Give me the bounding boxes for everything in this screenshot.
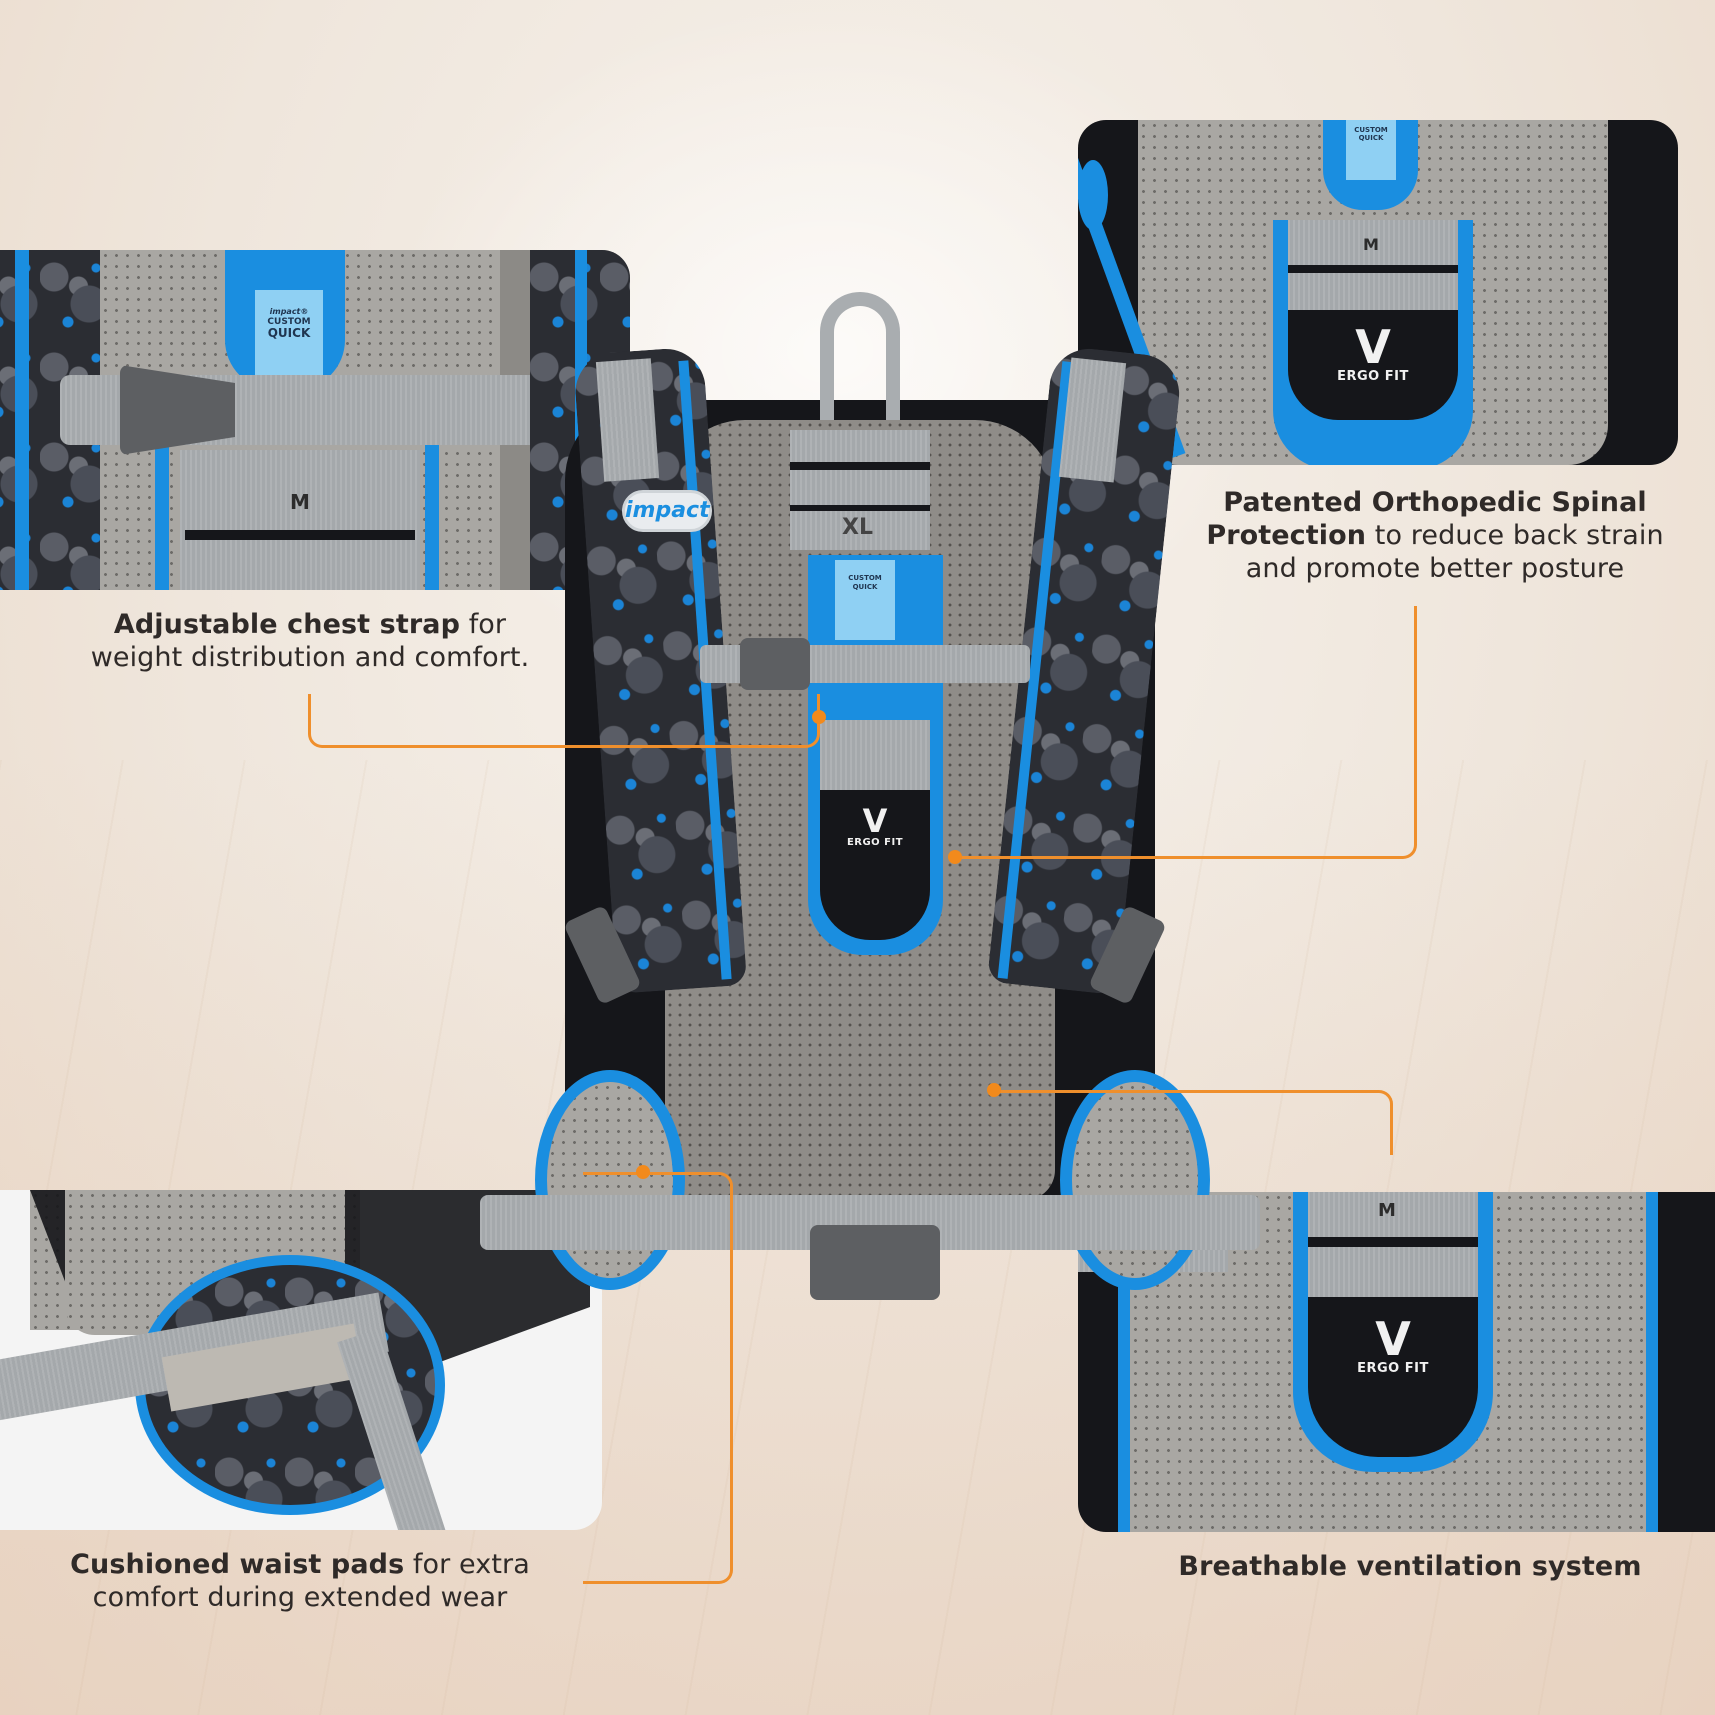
ergofit-logo: V ERGO FIT xyxy=(1337,320,1409,384)
top-handle xyxy=(820,292,900,422)
size-label-m: M xyxy=(290,490,310,514)
connector-dot-chest-strap xyxy=(812,710,826,724)
connector-dot-ventilation xyxy=(987,1083,1001,1097)
custom-quick-tag: impact® CUSTOM QUICK xyxy=(255,290,323,390)
waist-buckle xyxy=(810,1225,940,1300)
custom-quick-tag-small: CUSTOM QUICK xyxy=(1346,120,1396,180)
connector-spinal xyxy=(955,606,1417,859)
connector-chest-strap xyxy=(308,694,820,748)
chest-strap-closeup-panel: impact® CUSTOM QUICK M xyxy=(0,250,630,590)
size-label-xl: XL xyxy=(842,515,873,540)
size-label-m: M xyxy=(1363,235,1379,254)
connector-waist-pads xyxy=(583,1172,733,1584)
ergofit-logo: V ERGO FIT xyxy=(1357,1312,1429,1376)
chest-buckle xyxy=(740,638,810,690)
connector-dot-spinal xyxy=(948,850,962,864)
custom-quick-tag: CUSTOM QUICK xyxy=(835,560,895,640)
ergofit-logo: V ERGO FIT xyxy=(846,802,904,848)
waist-belt xyxy=(480,1195,1260,1250)
callout-spinal-protection: Patented Orthopedic Spinal Protection to… xyxy=(1206,487,1664,584)
connector-ventilation xyxy=(995,1090,1393,1155)
callout-ventilation: Breathable ventilation system xyxy=(1178,1551,1642,1582)
chest-buckle xyxy=(120,365,235,455)
callout-chest-strap: Adjustable chest strap for weight distri… xyxy=(90,609,530,673)
callout-waist-pads: Cushioned waist pads for extra comfort d… xyxy=(70,1549,530,1613)
size-label-m: M xyxy=(1378,1200,1396,1221)
impact-brand-badge: impact xyxy=(622,490,712,532)
spinal-protection-closeup-panel: CUSTOM QUICK M V ERGO FIT xyxy=(1078,120,1678,465)
connector-dot-waist-pads xyxy=(636,1165,650,1179)
